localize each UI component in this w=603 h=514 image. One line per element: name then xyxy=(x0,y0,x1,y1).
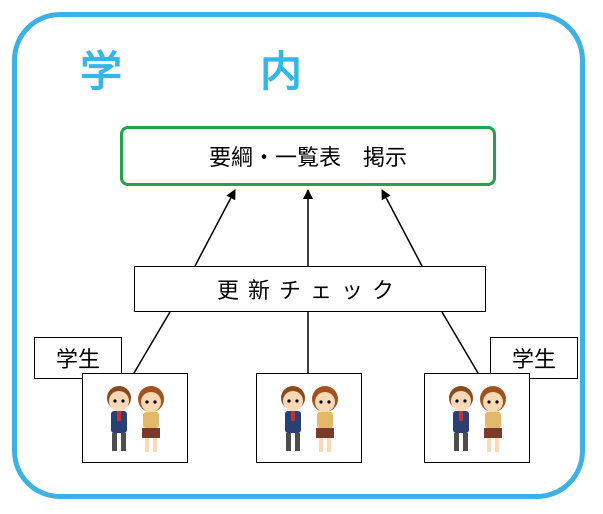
student-pair-illustration-left xyxy=(82,373,188,463)
campus-title: 学 内 xyxy=(80,47,351,96)
line-left-student xyxy=(133,311,171,374)
student-pair-illustration-right xyxy=(424,373,530,463)
arrow-left xyxy=(194,189,236,267)
boy-figure xyxy=(449,386,473,451)
student-label-left: 学生 xyxy=(34,337,122,379)
girl-figure xyxy=(138,386,164,452)
arrow-right xyxy=(381,189,423,267)
girl-figure xyxy=(480,386,506,452)
boy-figure xyxy=(107,386,131,451)
student-label-right: 学生 xyxy=(490,337,578,379)
girl-figure xyxy=(312,386,338,452)
update-check-box: 更新チェック xyxy=(134,266,486,312)
student-pair-illustration-middle xyxy=(256,373,362,463)
line-right-student xyxy=(441,311,479,374)
guidelines-listing-board: 要綱・一覧表 掲示 xyxy=(120,126,496,186)
campus-frame xyxy=(12,12,585,499)
boy-figure xyxy=(281,386,305,451)
